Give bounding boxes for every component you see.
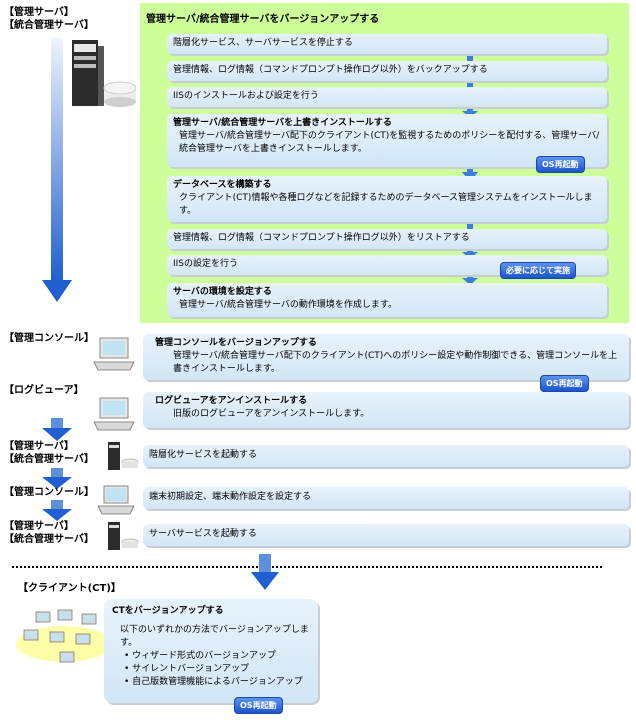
client-upgrade-desc: 以下のいずれかの方法でバージョンアップします。 — [120, 625, 309, 648]
step-console-upgrade: 管理コンソールをバージョンアップする 管理サーバ/統合管理サーバ配下のクライアン… — [143, 334, 629, 380]
pc-icon — [93, 337, 135, 371]
down-arrow-icon — [42, 468, 72, 489]
role-label-viewer: 【ログビューア】 — [4, 385, 84, 396]
step-overwrite-install: 管理サーバ/統合管理サーバを上書きインストールする 管理サーバ/統合管理サーバ配… — [167, 114, 607, 167]
down-arrow-icon — [42, 500, 72, 521]
os-reboot-badge: OS再起動 — [540, 375, 589, 392]
client-network-icon — [16, 609, 112, 663]
pc-icon — [93, 397, 135, 431]
step-stop-services: 階層化サービス、サーバサービスを停止する — [167, 34, 607, 54]
role-label-server: 【管理サーバ】 【統合管理サーバ】 — [4, 521, 94, 545]
step-terminal-settings: 端末初期設定、端末動作設定を設定する — [143, 487, 629, 509]
step-build-database: データベースを構築する クライアント(CT)情報や各種ログなどを記録するためのデ… — [167, 176, 607, 222]
down-arrow-icon — [251, 554, 279, 590]
method-item: • サイレントバージョンアップ — [124, 664, 249, 674]
role-label-server: 【管理サーバ】 【統合管理サーバ】 — [4, 441, 94, 465]
role-label-console: 【管理コンソール】 — [4, 487, 94, 498]
step-iis-install: IISのインストールおよび設定を行う — [167, 87, 607, 107]
method-item: • ウィザード形式のバージョンアップ — [124, 651, 276, 661]
role-label-client: 【クライアント(CT)】 — [18, 583, 121, 594]
server-icon — [108, 442, 139, 470]
as-needed-badge: 必要に応じて実施 — [500, 262, 576, 279]
step-server-environment: サーバの環境を設定する 管理サーバ/統合管理サーバの動作環境を作成します。 — [167, 283, 607, 317]
os-reboot-badge: OS再起動 — [536, 156, 585, 173]
method-item: • 自己版数管理機能によるバージョンアップ — [124, 677, 303, 687]
server-icon — [108, 522, 139, 550]
long-down-arrow-icon — [42, 38, 72, 302]
step-start-server-service: サーバサービスを起動する — [143, 524, 629, 546]
step-client-upgrade: CTをバージョンアップする 以下のいずれかの方法でバージョンアップします。 • … — [104, 599, 318, 703]
pc-icon — [97, 485, 135, 515]
step-start-tiered-service: 階層化サービスを起動する — [143, 445, 629, 467]
down-arrow-icon — [42, 418, 72, 441]
role-label-server: 【管理サーバ】 【統合管理サーバ】 — [4, 7, 94, 31]
step-iis-settings: IISの設定を行う — [167, 255, 607, 275]
separator-line — [12, 566, 602, 568]
role-label-console: 【管理コンソール】 — [4, 333, 94, 344]
step-restore: 管理情報、ログ情報（コマンドプロンプト操作ログ以外）をリストアする — [167, 229, 607, 249]
server-upgrade-title: 管理サーバ/統合管理サーバをバージョンアップする — [146, 14, 380, 25]
method-list: • ウィザード形式のバージョンアップ • サイレントバージョンアップ • 自己版… — [112, 650, 310, 689]
step-viewer-uninstall: ログビューアをアンインストールする 旧版のログビューアをアンインストールします。 — [143, 392, 629, 428]
step-backup: 管理情報、ログ情報（コマンドプロンプト操作ログ以外）をバックアップする — [167, 61, 607, 81]
server-icon — [72, 40, 137, 107]
os-reboot-badge: OS再起動 — [234, 697, 283, 714]
